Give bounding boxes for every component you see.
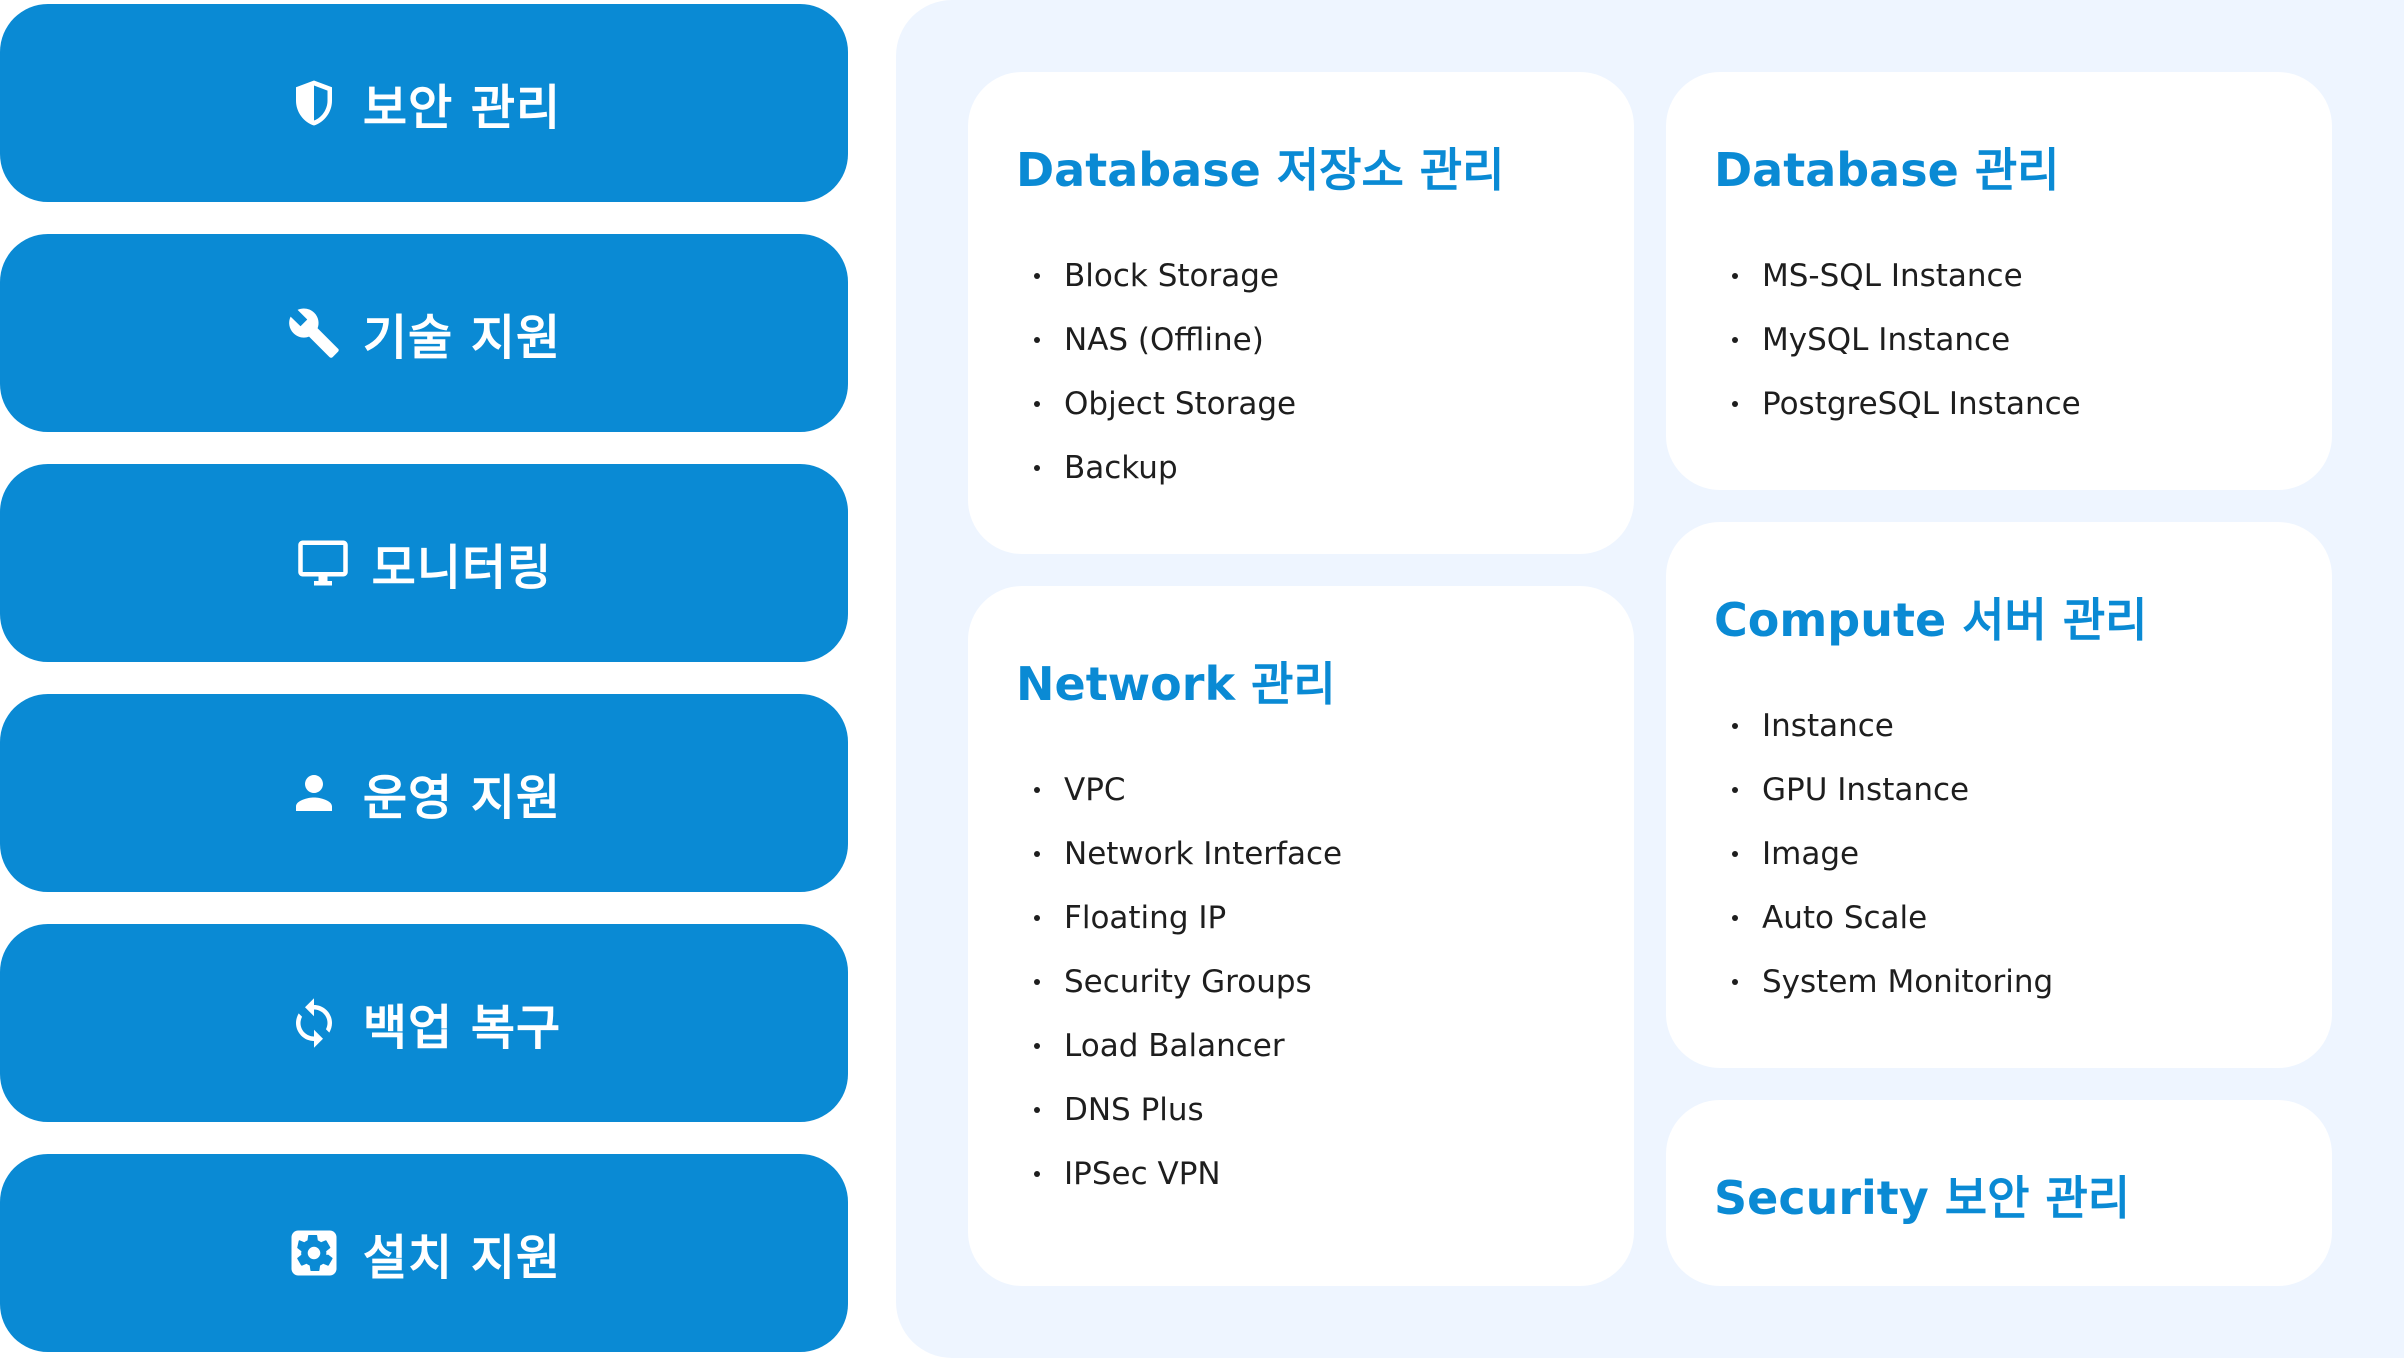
bullet-icon bbox=[1732, 979, 1738, 985]
bullet-icon bbox=[1732, 851, 1738, 857]
sidebar-item-tech-support[interactable]: 기술 지원 bbox=[0, 234, 848, 432]
bullet-icon bbox=[1034, 787, 1040, 793]
bullet-icon bbox=[1034, 1043, 1040, 1049]
card-title: Database 관리 bbox=[1714, 143, 2060, 197]
list-item: IPSec VPN bbox=[1016, 1142, 1342, 1206]
card-compute: Compute 서버 관리 Instance GPU Instance Imag… bbox=[1666, 522, 2332, 1068]
list-item: Load Balancer bbox=[1016, 1014, 1342, 1078]
list-item: Image bbox=[1714, 822, 2053, 886]
list-item: Floating IP bbox=[1016, 886, 1342, 950]
list-item: Instance bbox=[1714, 694, 2053, 758]
list-item: MySQL Instance bbox=[1714, 308, 2081, 372]
sidebar-item-label: 보안 관리 bbox=[362, 80, 562, 136]
sync-icon bbox=[287, 996, 341, 1050]
bullet-icon bbox=[1034, 1171, 1040, 1177]
bullet-icon bbox=[1034, 465, 1040, 471]
card-database-storage: Database 저장소 관리 Block Storage NAS (Offli… bbox=[968, 72, 1634, 554]
gear-icon bbox=[287, 1226, 341, 1280]
bullet-icon bbox=[1034, 337, 1040, 343]
list-item: GPU Instance bbox=[1714, 758, 2053, 822]
services-panel: Database 저장소 관리 Block Storage NAS (Offli… bbox=[896, 0, 2404, 1358]
card-list: MS-SQL Instance MySQL Instance PostgreSQ… bbox=[1714, 244, 2081, 436]
list-item: System Monitoring bbox=[1714, 950, 2053, 1014]
card-list: Instance GPU Instance Image Auto Scale S… bbox=[1714, 694, 2053, 1014]
bullet-icon bbox=[1034, 915, 1040, 921]
list-item: DNS Plus bbox=[1016, 1078, 1342, 1142]
list-item: Backup bbox=[1016, 436, 1296, 500]
list-item: Network Interface bbox=[1016, 822, 1342, 886]
card-database: Database 관리 MS-SQL Instance MySQL Instan… bbox=[1666, 72, 2332, 490]
sidebar-item-operations[interactable]: 운영 지원 bbox=[0, 694, 848, 892]
bullet-icon bbox=[1732, 915, 1738, 921]
card-title: Database 저장소 관리 bbox=[1016, 143, 1505, 197]
list-item: MS-SQL Instance bbox=[1714, 244, 2081, 308]
card-title: Security 보안 관리 bbox=[1714, 1171, 2131, 1225]
card-title: Network 관리 bbox=[1016, 657, 1336, 711]
bullet-icon bbox=[1034, 1107, 1040, 1113]
sidebar: 보안 관리 기술 지원 모니터링 운영 지원 백업 복구 설치 지원 bbox=[0, 0, 848, 1358]
card-title: Compute 서버 관리 bbox=[1714, 593, 2148, 647]
bullet-icon bbox=[1034, 401, 1040, 407]
shield-icon bbox=[287, 76, 341, 130]
monitor-icon bbox=[296, 536, 350, 590]
bullet-icon bbox=[1034, 851, 1040, 857]
sidebar-item-installation[interactable]: 설치 지원 bbox=[0, 1154, 848, 1352]
card-list: Block Storage NAS (Offline) Object Stora… bbox=[1016, 244, 1296, 500]
sidebar-item-security[interactable]: 보안 관리 bbox=[0, 4, 848, 202]
card-list: VPC Network Interface Floating IP Securi… bbox=[1016, 758, 1342, 1206]
bullet-icon bbox=[1732, 723, 1738, 729]
bullet-icon bbox=[1732, 401, 1738, 407]
sidebar-item-label: 설치 지원 bbox=[362, 1230, 562, 1286]
list-item: VPC bbox=[1016, 758, 1342, 822]
person-icon bbox=[287, 766, 341, 820]
sidebar-item-backup[interactable]: 백업 복구 bbox=[0, 924, 848, 1122]
list-item: Object Storage bbox=[1016, 372, 1296, 436]
bullet-icon bbox=[1034, 979, 1040, 985]
wrench-icon bbox=[287, 306, 341, 360]
card-security: Security 보안 관리 bbox=[1666, 1100, 2332, 1286]
bullet-icon bbox=[1732, 787, 1738, 793]
card-network: Network 관리 VPC Network Interface Floatin… bbox=[968, 586, 1634, 1286]
sidebar-item-monitoring[interactable]: 모니터링 bbox=[0, 464, 848, 662]
list-item: PostgreSQL Instance bbox=[1714, 372, 2081, 436]
sidebar-item-label: 운영 지원 bbox=[362, 770, 562, 826]
bullet-icon bbox=[1732, 273, 1738, 279]
bullet-icon bbox=[1732, 337, 1738, 343]
list-item: Security Groups bbox=[1016, 950, 1342, 1014]
sidebar-item-label: 백업 복구 bbox=[362, 1000, 562, 1056]
sidebar-item-label: 기술 지원 bbox=[362, 310, 562, 366]
sidebar-item-label: 모니터링 bbox=[371, 540, 553, 596]
list-item: Block Storage bbox=[1016, 244, 1296, 308]
list-item: Auto Scale bbox=[1714, 886, 2053, 950]
list-item: NAS (Offline) bbox=[1016, 308, 1296, 372]
bullet-icon bbox=[1034, 273, 1040, 279]
